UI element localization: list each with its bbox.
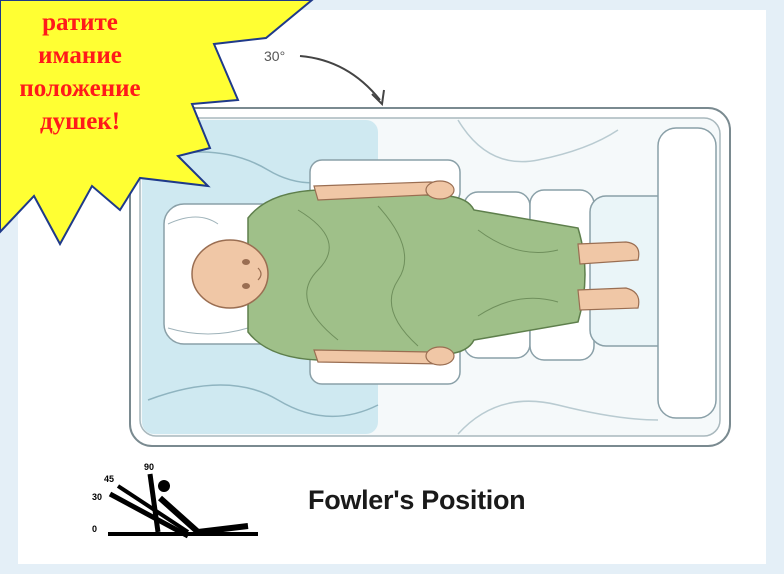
illustration-caption: Fowler's Position: [308, 485, 525, 516]
callout-line: ратите: [0, 6, 190, 39]
callout-text: ратите имание положение душек!: [0, 6, 190, 138]
callout-line: имание: [0, 39, 190, 72]
patient-hand-bottom: [426, 347, 454, 365]
fowler-angle-diagram: 90 45 30 0: [88, 462, 278, 542]
footboard-pillow: [658, 128, 716, 418]
patient-foot-top: [578, 242, 639, 264]
callout-line: душек!: [0, 105, 190, 138]
patient-hand-top: [426, 181, 454, 199]
tick-label: 0: [92, 524, 97, 534]
tick-label: 45: [104, 474, 114, 484]
patient-head: [192, 240, 268, 308]
tick-label: 90: [144, 462, 154, 472]
patient-foot-bottom: [578, 288, 639, 310]
tick-label: 30: [92, 492, 102, 502]
callout-line: положение: [0, 72, 190, 105]
